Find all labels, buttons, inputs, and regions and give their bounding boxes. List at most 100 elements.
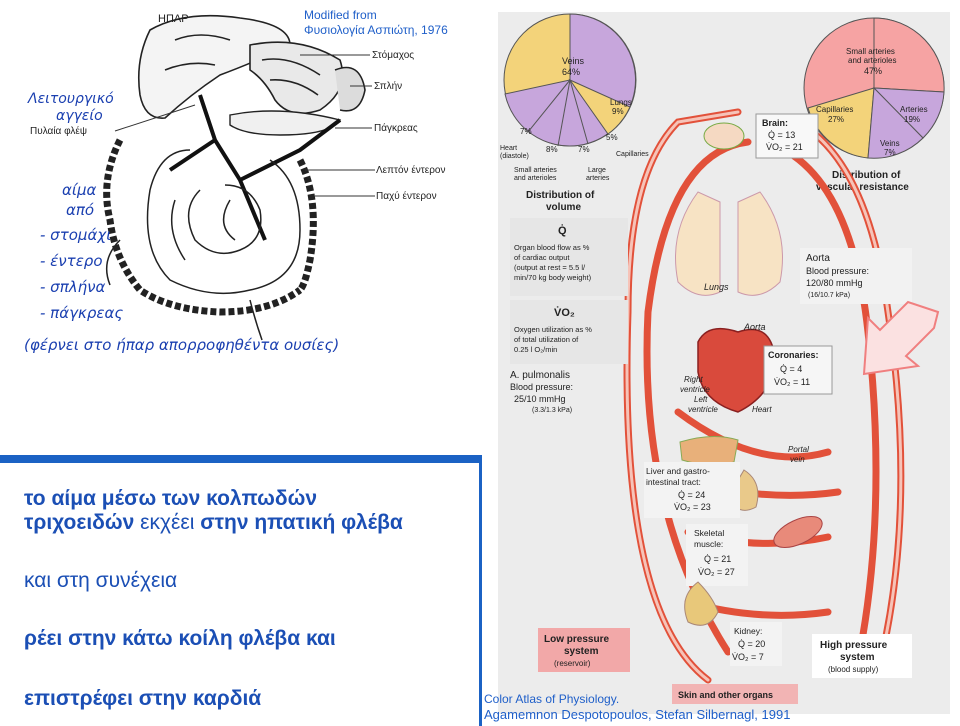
res-capillaries: Capillaries — [816, 105, 853, 114]
credit-line-2: Φυσιολογία Ασπιώτη, 1976 — [304, 23, 448, 37]
v-line-2: of total utilization of — [514, 335, 579, 344]
high-pressure-box: High pressure system (blood supply) — [812, 634, 912, 678]
coronaries-box: Coronaries: Q̇ = 4 V̇O₂ = 11 — [763, 345, 833, 395]
res-small-2: and arterioles — [848, 56, 896, 65]
v-line-1: Oxygen utilization as % — [514, 325, 592, 334]
res-cap-pct: 27% — [828, 115, 844, 124]
vol-small-pct: 8% — [546, 145, 558, 154]
kidney-q: Q̇ = 20 — [738, 639, 765, 649]
pulmonalis-box: A. pulmonalis Blood pressure: 25/10 mmHg… — [506, 366, 598, 420]
vol-heart-label-1: Heart — [500, 145, 517, 152]
caption-line-2-normal: εκχέει — [134, 511, 201, 534]
brain-organ: Brain: Q̇ = 13 V̇O₂ = 21 — [703, 113, 819, 159]
hand-list-1: - έντερο — [40, 252, 103, 270]
q-line-1: Organ blood flow as % — [514, 243, 590, 252]
pulm-l2: 25/10 mmHg — [514, 394, 566, 404]
appendix-drawing — [105, 239, 121, 286]
vol-lungs-pct: 9% — [612, 107, 624, 116]
handwritten-notes: Λειτουργικό αγγείο αίμα από - στομάχι - … — [24, 91, 339, 354]
caption-line-1: το αίμα μέσω των κολπωδών τριχοειδών εκχ… — [24, 487, 403, 535]
res-arteries-pct: 19% — [904, 115, 920, 124]
low-pressure-box: Low pressure system (reservoir) — [538, 628, 630, 672]
coronaries-v: V̇O₂ = 11 — [774, 377, 810, 387]
q-line-2: of cardiac output — [514, 253, 570, 262]
heart-label: Heart — [752, 405, 772, 414]
stomach-drawing — [249, 41, 344, 115]
liver-drawing — [137, 14, 291, 119]
vol-veins: Veins — [562, 56, 585, 66]
source-credit-top: Modified from Φυσιολογία Ασπιώτη, 1976 — [304, 8, 448, 38]
q-line-4: min/70 kg body weight) — [514, 273, 592, 282]
aorta-pressure-box: Aorta Blood pressure: 120/80 mmHg (16/10… — [800, 248, 912, 304]
vol-heart-label-2: (diastole) — [500, 153, 529, 160]
muscle-l1: Skeletal — [694, 528, 724, 538]
v-line-3: 0.25 l O₂/min — [514, 345, 557, 354]
highlight-arrow — [862, 300, 940, 376]
low-pressure-3: (reservoir) — [554, 659, 591, 668]
vol-small-label-1: Small arteries — [514, 167, 557, 174]
res-title-1: Distribution of — [832, 170, 901, 181]
aorta-l1: Blood pressure: — [806, 266, 869, 276]
caption-line-2-bold-b: στην ηπατική φλέβα — [200, 511, 403, 534]
aorta-l3: (16/10.7 kPa) — [808, 292, 850, 299]
caption-line-3: και στη συνέχεια — [24, 569, 178, 592]
liver-organ: Portal vein Liver and gastro- intestinal… — [644, 436, 809, 518]
right-ventricle-2: ventricle — [680, 385, 710, 394]
vol-heart-pct: 7% — [520, 127, 532, 136]
resistance-pie: Small arteries and arterioles 47% Capill… — [803, 17, 945, 193]
hand-from: από — [66, 201, 94, 219]
heart-organ: Aorta Right ventricle Left ventricle Hea… — [680, 322, 776, 414]
vol-cap-label: Capillaries — [616, 151, 649, 158]
left-ventricle-2: ventricle — [688, 405, 718, 414]
caption-line-1-text: το αίμα μέσω των κολπωδών — [24, 487, 317, 510]
kidney-l1: Kidney: — [734, 626, 762, 636]
low-pressure-1: Low pressure — [544, 634, 609, 645]
liver-v: V̇O₂ = 23 — [674, 502, 711, 512]
leader-lines — [114, 54, 375, 197]
hand-list-0: - στομάχι — [40, 226, 111, 244]
portal-vein-label: Πυλαία φλέψ — [30, 125, 87, 137]
q-symbol: Q̇ — [558, 224, 567, 237]
lungs-organ: Lungs — [675, 191, 783, 296]
liver-label: ΗΠΑΡ — [158, 13, 189, 25]
res-title-2: vascular resistance — [816, 182, 909, 193]
muscle-q: Q̇ = 21 — [704, 554, 731, 564]
oxygen-legend-box: V̇O₂ Oxygen utilization as % of total ut… — [510, 300, 628, 364]
digestive-organs-sketch: ΗΠΑΡ Στόμαχος Σπλήν Πάγκρεας Λεπτόν έντε… — [24, 13, 445, 354]
vol-large-label-2: arteries — [586, 175, 610, 182]
spleen-drawing — [334, 66, 366, 112]
muscle-v: V̇O₂ = 27 — [698, 567, 735, 577]
kidney-v: V̇O₂ = 7 — [732, 652, 764, 662]
skin-box: Skin and other organs — [672, 684, 798, 704]
stomach-label: Στόμαχος — [372, 49, 414, 61]
vol-title-1: Distribution of — [526, 190, 595, 201]
res-small: Small arteries — [846, 47, 895, 56]
caption-line-2-bold-a: τριχοειδών — [24, 511, 135, 534]
left-ventricle-1: Left — [694, 395, 708, 404]
hand-blood: αίμα — [62, 181, 97, 199]
skin-label: Skin and other organs — [678, 690, 773, 700]
volume-pie: Veins 64% Lungs 9% 7% 8% 7% 5% Capillari… — [500, 13, 649, 213]
pulm-l1: Blood pressure: — [510, 382, 573, 392]
liver-l2: intestinal tract: — [646, 477, 701, 487]
res-veins: Veins — [880, 139, 900, 148]
portal-vein-2: vein — [790, 455, 805, 464]
credit-bottom-line-1: Color Atlas of Physiology. — [484, 692, 620, 706]
circulation-diagram: Veins 64% Lungs 9% 7% 8% 7% 5% Capillari… — [498, 12, 950, 714]
vol-small-label-2: and arterioles — [514, 175, 557, 182]
caption-line-5: επιστρέφει στην καρδιά — [24, 687, 262, 710]
credit-bottom-line-2: Agamemnon Despotopoulos, Stefan Silberna… — [484, 707, 791, 722]
muscle-l2: muscle: — [694, 539, 723, 549]
brain-q: Q̇ = 13 — [768, 130, 795, 140]
hand-title-1: Λειτουργικό — [27, 91, 114, 107]
hand-list-2: - σπλήνα — [40, 278, 105, 296]
vol-veins-pct: 64% — [562, 67, 580, 77]
caption-box: το αίμα μέσω των κολπωδών τριχοειδών εκχ… — [0, 455, 482, 726]
q-line-3: (output at rest = 5.5 l/ — [514, 263, 586, 272]
vol-large-pct: 7% — [578, 145, 590, 154]
low-pressure-2: system — [564, 646, 599, 657]
caption-line-4: ρέει στην κάτω κοίλη φλέβα και — [24, 627, 336, 650]
coronaries-title: Coronaries: — [768, 350, 819, 360]
vol-large-label-1: Large — [588, 167, 606, 174]
small-intestine-label: Λεπτόν έντερον — [376, 164, 445, 176]
